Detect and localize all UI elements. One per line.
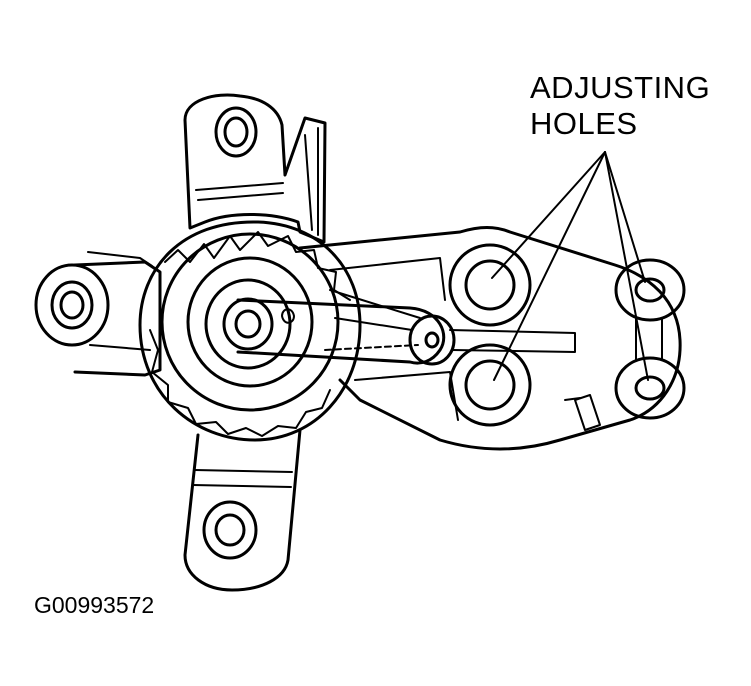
mount-insulator	[138, 220, 362, 442]
adjusting-holes-callout: ADJUSTING HOLES	[530, 70, 710, 142]
left-bracket	[34, 251, 162, 377]
callout-line-2: HOLES	[530, 106, 638, 141]
upper-bracket	[183, 93, 327, 244]
mounting-plate	[298, 226, 686, 451]
callout-leaders	[491, 151, 649, 381]
lower-bracket	[183, 428, 302, 592]
torque-link	[236, 289, 456, 366]
callout-line-1: ADJUSTING	[530, 70, 711, 105]
figure-id: G00993572	[34, 592, 155, 618]
